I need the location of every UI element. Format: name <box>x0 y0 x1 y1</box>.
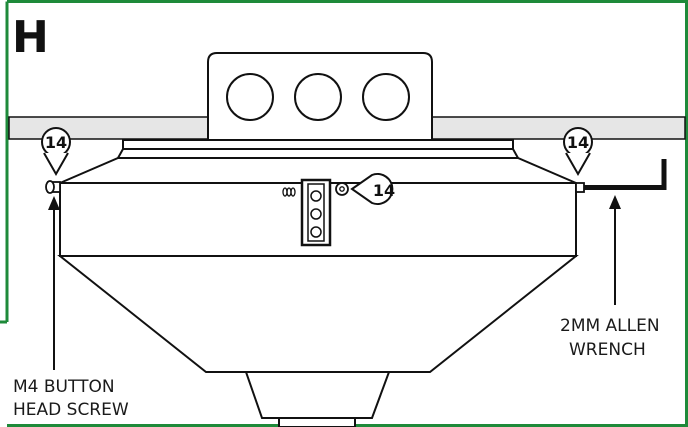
svg-text:14: 14 <box>373 181 395 200</box>
screw-label-line2: HEAD SCREW <box>13 400 129 420</box>
callout-14-right: 14 <box>563 127 593 177</box>
wrench-label-line2: WRENCH <box>569 340 646 360</box>
screw-label-line1: M4 BUTTON <box>13 377 115 397</box>
housing-cone <box>57 255 579 427</box>
allen-wrench <box>575 159 667 193</box>
callout-14-left: 14 <box>41 127 71 177</box>
mounting-hole <box>226 73 274 121</box>
spring-icon <box>282 187 296 197</box>
canopy-plate <box>116 139 520 159</box>
terminal-block <box>300 178 332 247</box>
wrench-label-line1: 2MM ALLEN <box>560 316 660 336</box>
callout-14-center: 14 <box>350 173 395 205</box>
mounting-block <box>207 52 433 141</box>
mounting-hole <box>362 73 410 121</box>
arrow-screw <box>48 196 60 370</box>
panel-letter: H <box>12 12 49 63</box>
mounting-hole <box>294 73 342 121</box>
screw-icon <box>335 182 349 196</box>
button-head-screw <box>45 180 61 194</box>
arrow-wrench <box>609 195 621 305</box>
svg-text:14: 14 <box>45 133 67 152</box>
svg-text:14: 14 <box>567 133 589 152</box>
